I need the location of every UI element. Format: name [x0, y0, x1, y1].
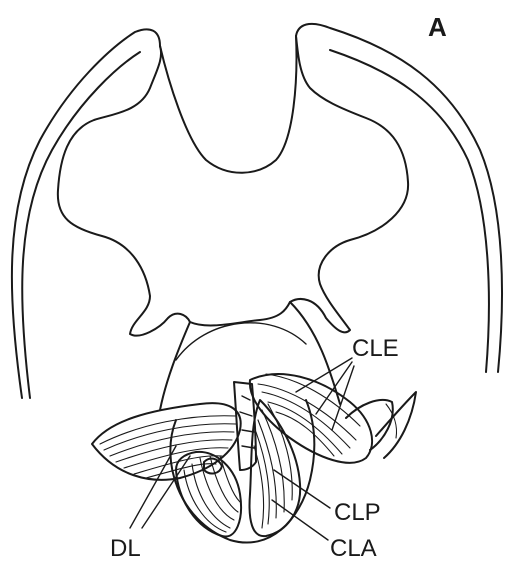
cartilage-outline — [58, 36, 408, 336]
panel-letter: A — [428, 12, 447, 42]
label-cla: CLA — [330, 535, 377, 562]
label-cle: CLE — [352, 335, 399, 362]
cla-muscle — [176, 452, 241, 537]
outer-contour — [12, 24, 502, 398]
leader-lines — [130, 358, 354, 540]
dl-muscle-left — [92, 403, 241, 480]
leader-dl-2 — [142, 456, 190, 528]
label-clp: CLP — [334, 499, 381, 526]
label-dl: DL — [110, 535, 141, 562]
clp-muscle — [250, 400, 301, 536]
central-cartilage — [204, 382, 256, 473]
